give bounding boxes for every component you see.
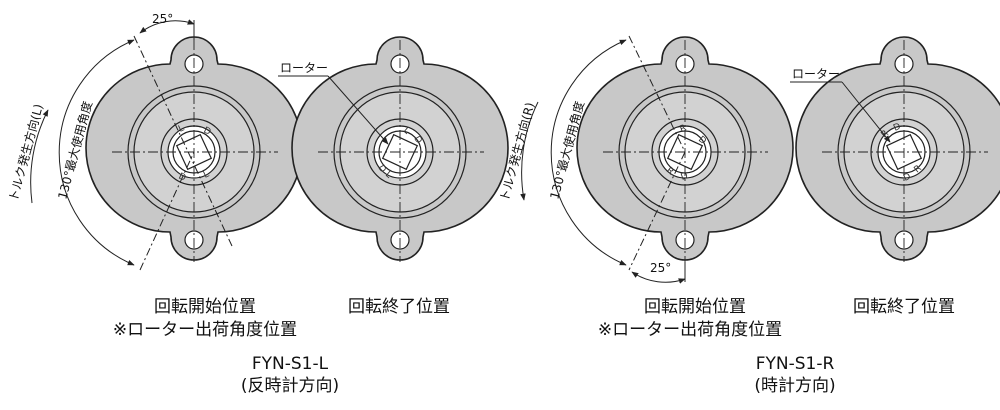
left-torque-direction-label: トルク発生方向(L) — [5, 102, 45, 203]
left-model-name: FYN-S1-L — [252, 354, 329, 374]
left-rotor-label: ローター — [280, 61, 328, 75]
right-model-name: FYN-S1-R — [756, 354, 835, 374]
right-rotor-label: ローター — [792, 67, 840, 81]
right-end-view: R D R D ローター — [790, 36, 1000, 262]
right-start-rotor-mark-1: R — [679, 123, 688, 135]
left-start-rotor-mark-2: D — [202, 126, 213, 138]
left-angle-25-label: 25° — [152, 12, 173, 26]
right-end-rotor-mark-2: D — [892, 122, 903, 134]
right-start-view: R D R D 25° 130°最大使用角度 トルク発生方向(R) — [496, 35, 794, 284]
left-shipping-note: ※ローター出荷角度位置 — [113, 320, 297, 340]
right-end-position-label: 回転終了位置 — [853, 297, 955, 317]
left-start-rotor-mark-3: L — [202, 170, 211, 181]
right-start-rotor-mark-3: R — [664, 166, 675, 178]
left-direction-label: (反時計方向) — [241, 376, 339, 396]
left-start-view: L D L D 25° 130°最大使用角度 トルク発生方向(L) — [5, 12, 303, 271]
right-angle-25-label: 25° — [650, 261, 671, 275]
right-end-rotor-mark-1: R — [880, 129, 891, 141]
left-end-rotor-mark-1: L — [401, 126, 411, 137]
right-end-rotor-mark-4: D — [902, 172, 913, 184]
right-start-position-label: 回転開始位置 — [644, 297, 746, 317]
right-end-rotor-mark-3: R — [913, 164, 924, 176]
right-start-rotor-mark-4: D — [680, 171, 690, 183]
left-end-rotor-mark-4: D — [375, 164, 387, 175]
left-end-position-label: 回転終了位置 — [348, 297, 450, 317]
right-start-rotor-mark-2: D — [696, 135, 708, 147]
left-start-position-label: 回転開始位置 — [154, 297, 256, 317]
left-end-rotor-mark-2: D — [411, 135, 423, 146]
left-end-rotor-mark-3: L — [383, 170, 393, 181]
left-start-rotor-mark-1: L — [177, 124, 186, 135]
right-shipping-note: ※ローター出荷角度位置 — [598, 320, 782, 340]
right-direction-label: (時計方向) — [754, 376, 835, 396]
left-end-view: L D L D ローター — [278, 36, 509, 262]
